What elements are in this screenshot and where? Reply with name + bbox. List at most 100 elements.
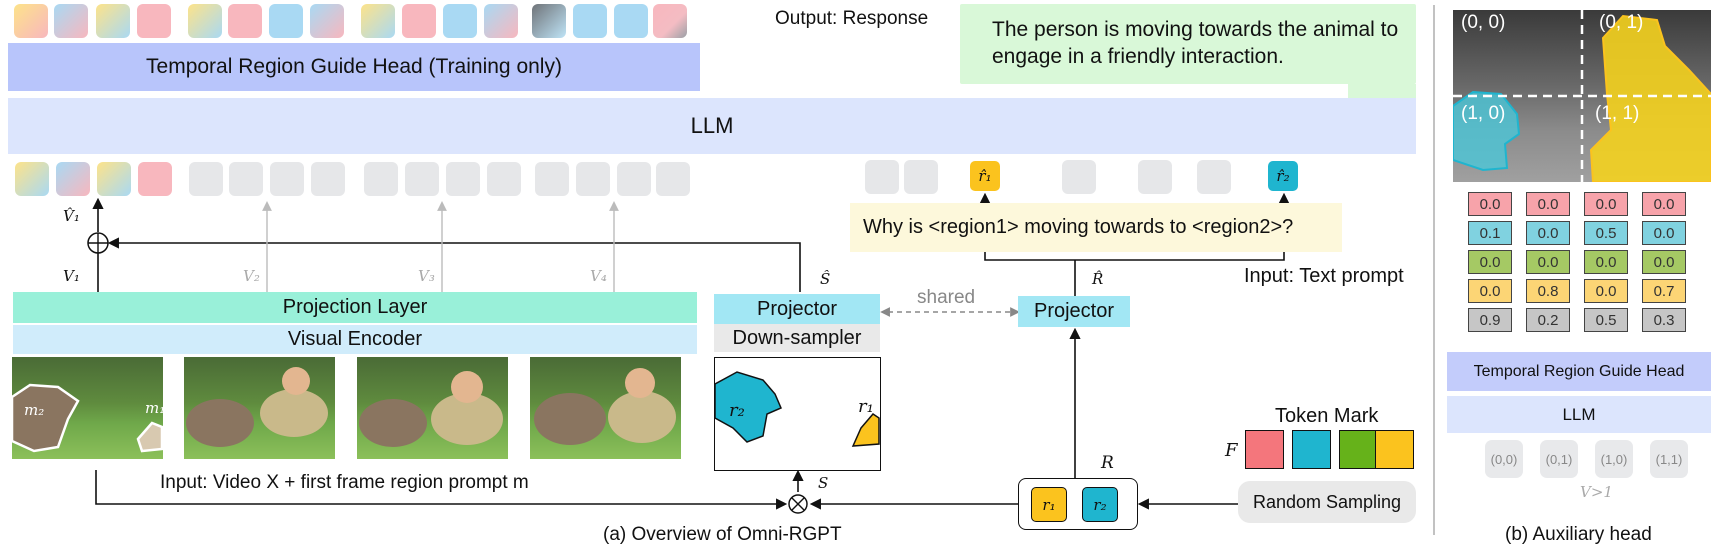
response-box-tail bbox=[1348, 84, 1416, 98]
question-box bbox=[850, 203, 1342, 252]
aux-table-cell: 0.1 bbox=[1468, 221, 1512, 245]
v2-label: V₂ bbox=[243, 267, 260, 285]
visual-token bbox=[656, 162, 690, 196]
aux-table-cell: 0.9 bbox=[1468, 308, 1512, 332]
aux-table-cell: 0.0 bbox=[1584, 192, 1628, 216]
quadrant-label: (1, 1) bbox=[1595, 103, 1640, 124]
aux-table-cell: 0.5 bbox=[1584, 221, 1628, 245]
r-label: R bbox=[1101, 453, 1114, 473]
frame-3-content bbox=[359, 371, 503, 447]
visual-encoder: Visual Encoder bbox=[13, 325, 697, 354]
output-token bbox=[361, 4, 395, 38]
visual-token bbox=[487, 162, 521, 196]
visual-token bbox=[97, 162, 131, 196]
m1-label: m₁ bbox=[145, 399, 163, 417]
quadrant-label: (0, 0) bbox=[1461, 12, 1506, 33]
output-token bbox=[614, 4, 648, 38]
down-sampler: Down-sampler bbox=[714, 324, 880, 352]
aux-table-cell: 0.0 bbox=[1468, 250, 1512, 274]
m2-label: m₂ bbox=[24, 401, 45, 419]
s-label: S bbox=[818, 474, 829, 492]
caption-a: (a) Overview of Omni-RGPT bbox=[603, 524, 842, 545]
projector-left: Projector bbox=[714, 294, 880, 324]
projection-layer: Projection Layer bbox=[13, 292, 697, 323]
visual-token bbox=[617, 162, 651, 196]
frame-4-content bbox=[534, 368, 676, 445]
r2-mask-label: r₂ bbox=[729, 400, 745, 421]
aux-table-cell: 0.3 bbox=[1642, 308, 1686, 332]
aux-table-cell: 0.0 bbox=[1642, 221, 1686, 245]
output-token bbox=[137, 4, 171, 38]
region-token-r1-hat: r̂₁ bbox=[970, 161, 1000, 191]
output-label: Output: Response bbox=[775, 8, 929, 29]
frame-2-content bbox=[186, 367, 328, 447]
token-mark-swatch-3 bbox=[1339, 430, 1378, 469]
visual-token bbox=[311, 162, 345, 196]
aux-table-cell: 0.0 bbox=[1642, 192, 1686, 216]
projector-right: Projector bbox=[1018, 296, 1130, 327]
visual-token bbox=[405, 162, 439, 196]
aux-table-cell: 0.0 bbox=[1642, 250, 1686, 274]
visual-token bbox=[15, 162, 49, 196]
aux-table-cell: 0.0 bbox=[1584, 250, 1628, 274]
token-mark-swatch-4 bbox=[1375, 430, 1414, 469]
token-mark-swatch-1 bbox=[1245, 430, 1284, 469]
aux-table-cell: 0.2 bbox=[1526, 308, 1570, 332]
output-token bbox=[484, 4, 518, 38]
video-frame-1: m₂ m₁ bbox=[12, 357, 163, 459]
caption-b: (b) Auxiliary head bbox=[1505, 524, 1652, 545]
region-id-r2: r₂ bbox=[1082, 487, 1118, 522]
quadrant-token: (0,1) bbox=[1540, 440, 1578, 478]
aux-table-cell: 0.0 bbox=[1526, 221, 1570, 245]
quadrant-token: (0,0) bbox=[1485, 440, 1523, 478]
response-box: The person is moving towards the animal … bbox=[960, 4, 1416, 84]
visual-token bbox=[364, 162, 398, 196]
aux-image: (0, 0) (0, 1) (1, 0) (1, 1) bbox=[1453, 10, 1711, 182]
visual-token bbox=[56, 162, 90, 196]
text-token bbox=[1138, 160, 1172, 194]
v3-label: V₃ bbox=[418, 267, 435, 285]
s-hat-label: Ŝ bbox=[820, 270, 831, 288]
r-hat-label: R̂ bbox=[1092, 270, 1104, 288]
token-mark-swatch-2 bbox=[1292, 430, 1331, 469]
r1-mask-label: r₁ bbox=[858, 396, 874, 417]
v1-hat-label: V̂₁ bbox=[63, 207, 80, 225]
region-mask-shapes bbox=[714, 371, 880, 447]
output-token bbox=[54, 4, 88, 38]
aux-table-cell: 0.5 bbox=[1584, 308, 1628, 332]
text-token bbox=[1197, 160, 1231, 194]
visual-token bbox=[446, 162, 480, 196]
video-frame-4 bbox=[530, 357, 681, 459]
visual-token bbox=[138, 162, 172, 196]
v1-label: V₁ bbox=[63, 267, 80, 285]
aux-table-cell: 0.8 bbox=[1526, 279, 1570, 303]
response-text: The person is moving towards the animal … bbox=[992, 18, 1399, 68]
output-token bbox=[14, 4, 48, 38]
visual-token bbox=[229, 162, 263, 196]
visual-token bbox=[270, 162, 304, 196]
aux-table-cell: 0.0 bbox=[1526, 250, 1570, 274]
input-text-prompt-label: Input: Text prompt bbox=[1244, 265, 1404, 287]
aux-llm-bar: LLM bbox=[1447, 396, 1711, 433]
random-sampling-box: Random Sampling bbox=[1238, 481, 1416, 523]
text-token bbox=[865, 160, 899, 194]
visual-token bbox=[576, 162, 610, 196]
region-token-r2-hat: r̂₂ bbox=[1268, 161, 1298, 191]
quadrant-label: (0, 1) bbox=[1599, 12, 1644, 33]
video-frame-2 bbox=[184, 357, 335, 459]
quadrant-label: (1, 0) bbox=[1461, 103, 1506, 124]
temporal-region-guide-head-bar: Temporal Region Guide Head (Training onl… bbox=[8, 43, 700, 91]
visual-token bbox=[189, 162, 223, 196]
output-token bbox=[532, 4, 566, 38]
visual-token bbox=[535, 162, 569, 196]
question-text: Why is <region1> moving towards to <regi… bbox=[863, 216, 1294, 238]
quadrant-token: (1,0) bbox=[1595, 440, 1633, 478]
v-gt-1-label: V>1 bbox=[1580, 483, 1613, 501]
output-token bbox=[310, 4, 344, 38]
aux-table-cell: 0.0 bbox=[1584, 279, 1628, 303]
output-token bbox=[443, 4, 477, 38]
video-frame-3 bbox=[357, 357, 508, 459]
output-token bbox=[96, 4, 130, 38]
aux-table-cell: 0.0 bbox=[1526, 192, 1570, 216]
